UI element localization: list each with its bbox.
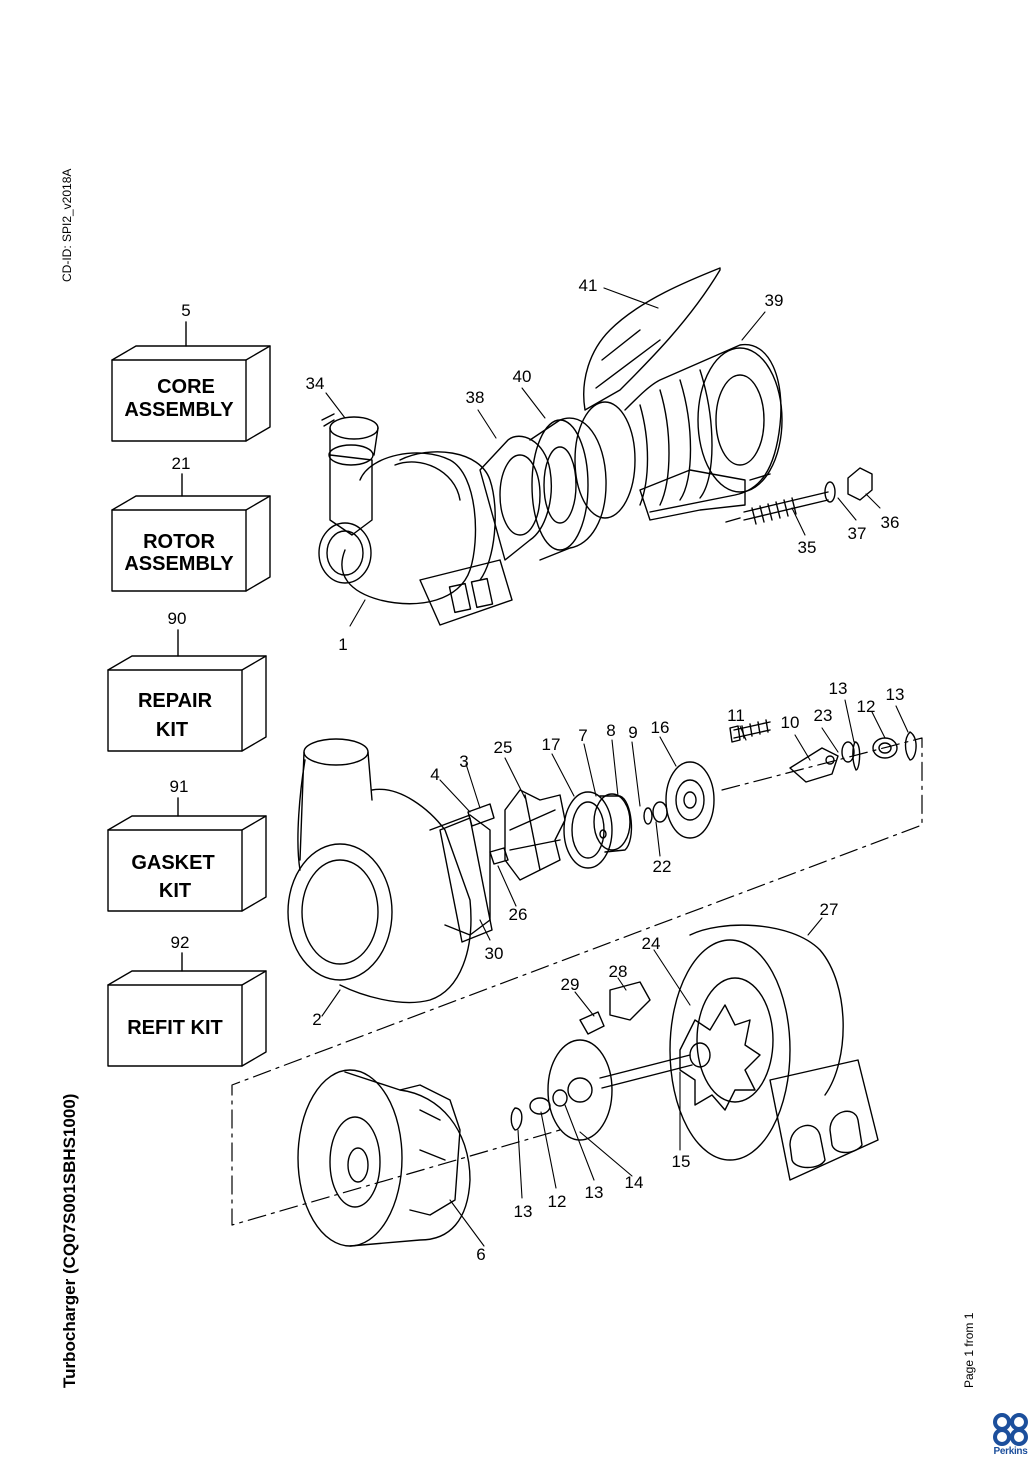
- ref-gasket: 91: [170, 777, 189, 796]
- turbocharger-assembly-drawing: [318, 267, 873, 626]
- kit-label-rotor-1: ROTOR: [143, 531, 215, 553]
- callout: 13: [886, 685, 905, 704]
- callout: 37: [848, 524, 867, 543]
- callout: 34: [306, 374, 325, 393]
- callout: 14: [625, 1173, 644, 1192]
- callout: 30: [485, 944, 504, 963]
- callout: 7: [578, 726, 587, 745]
- ref-repair: 90: [168, 609, 187, 628]
- perkins-logo: Perkins: [988, 1412, 1033, 1461]
- callout: 11: [727, 706, 745, 725]
- callout: 25: [494, 738, 513, 757]
- kit-box-gasket-kit: [107, 815, 267, 912]
- kit-label-gasket-2: KIT: [159, 880, 191, 902]
- callout: 12: [857, 697, 876, 716]
- kit-box-core-assembly: [111, 345, 271, 442]
- callout: 36: [881, 513, 900, 532]
- perkins-wordmark: Perkins: [993, 1446, 1028, 1457]
- callout: 13: [829, 679, 848, 698]
- callout: 17: [542, 735, 561, 754]
- kit-label-gasket-1: GASKET: [131, 852, 214, 874]
- callout: 4: [430, 765, 439, 784]
- callout: 27: [820, 900, 839, 919]
- callout: 28: [609, 962, 628, 981]
- callout: 8: [606, 721, 615, 740]
- ref-refit: 92: [171, 933, 190, 952]
- callout: 24: [642, 934, 661, 953]
- compressor-section-drawing: [287, 719, 917, 1004]
- callout: 40: [513, 367, 532, 386]
- ref-rotor: 21: [172, 454, 191, 473]
- callout: 13: [585, 1183, 604, 1202]
- kit-label-rotor-2: ASSEMBLY: [124, 553, 234, 575]
- callout: 22: [653, 857, 672, 876]
- callout: 41: [579, 276, 598, 295]
- callout: 9: [628, 723, 637, 742]
- kit-box-repair-kit: [107, 655, 267, 752]
- callout: 13: [514, 1202, 533, 1221]
- kit-label-core-1: CORE: [157, 376, 215, 398]
- kit-box-refit-kit: [107, 970, 267, 1067]
- callout: 6: [476, 1245, 485, 1264]
- turbine-section-drawing: [297, 924, 879, 1247]
- callout: 2: [312, 1010, 321, 1029]
- callout: 1: [338, 635, 347, 654]
- kit-label-repair-2: KIT: [156, 719, 188, 741]
- kit-label-repair-1: REPAIR: [138, 690, 213, 712]
- callout: 15: [672, 1152, 691, 1171]
- callout: 39: [765, 291, 784, 310]
- ref-core: 5: [181, 301, 190, 320]
- callout: 29: [561, 975, 580, 994]
- callout: 12: [548, 1192, 567, 1211]
- callout: 10: [781, 713, 800, 732]
- kit-box-rotor-assembly: [111, 495, 271, 592]
- callout: 16: [651, 718, 670, 737]
- kit-label-refit: REFIT KIT: [127, 1017, 223, 1039]
- perkins-logo-icon: [993, 1413, 1028, 1446]
- callout: 35: [798, 538, 817, 557]
- callout: 38: [466, 388, 485, 407]
- callout: 3: [459, 752, 468, 771]
- callout: 26: [509, 905, 528, 924]
- kit-label-core-2: ASSEMBLY: [124, 399, 234, 421]
- callout: 23: [814, 706, 833, 725]
